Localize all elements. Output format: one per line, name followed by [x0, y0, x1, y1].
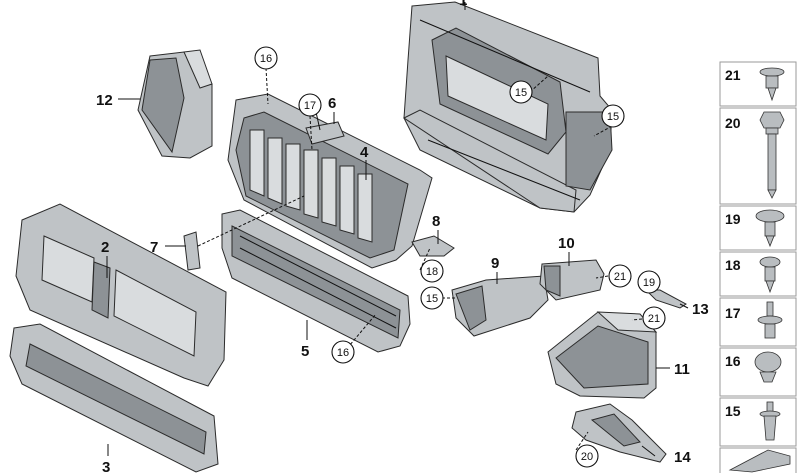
circled-callout-19: 19: [637, 270, 661, 294]
circled-callout-16b: 16: [331, 340, 355, 364]
callout-7: 7: [150, 239, 158, 256]
callout-8: 8: [432, 213, 440, 230]
part-10-duct: [539, 259, 605, 301]
part-5-shutter: [221, 209, 411, 353]
circled-callout-18: 18: [420, 259, 444, 283]
legend-tile-20: 20: [719, 107, 797, 205]
hardware-legend: 21 20 19: [719, 61, 797, 473]
clip-15-icon: [759, 401, 781, 441]
callout-13: 13: [692, 301, 709, 318]
part-2-lower-carrier: [15, 203, 227, 387]
callout-labels: 1 2 3 4 5 6 7 8 9 10 11 12 13 14: [96, 0, 709, 473]
callout-9: 9: [491, 255, 499, 272]
svg-text:18: 18: [426, 266, 438, 278]
circled-callout-21b: 21: [642, 306, 666, 330]
bolt-20-icon: [759, 111, 785, 199]
callout-5: 5: [301, 343, 309, 360]
leader-lines: [106, 2, 689, 457]
svg-text:15: 15: [515, 87, 527, 99]
part-3-lower-shield: [9, 323, 219, 473]
svg-text:15: 15: [725, 403, 741, 419]
callout-2: 2: [101, 239, 109, 256]
svg-text:16: 16: [260, 53, 272, 65]
legend-tile-blank: [719, 447, 797, 473]
screw-19-icon: [755, 209, 785, 248]
screw-18-icon: [759, 256, 781, 294]
rivet-17-icon: [757, 301, 783, 339]
part-14-bracket: [571, 403, 667, 463]
screw-21-icon: [759, 67, 785, 102]
callout-14: 14: [674, 449, 691, 466]
svg-text:17: 17: [725, 305, 741, 321]
part-6-bracket: [305, 111, 345, 145]
circled-callout-17: 17: [298, 93, 322, 117]
legend-tile-15: 15: [719, 397, 797, 447]
circled-callout-16a: 16: [254, 46, 278, 70]
part-1-radiator-support: [403, 1, 613, 213]
svg-text:17: 17: [304, 100, 316, 112]
nut-16-icon: [754, 351, 782, 383]
callout-10: 10: [558, 235, 575, 252]
svg-text:16: 16: [337, 347, 349, 359]
wedge-icon: [728, 449, 791, 473]
circled-callout-21a: 21: [608, 264, 632, 288]
svg-text:21: 21: [648, 313, 660, 325]
callout-4: 4: [360, 144, 369, 161]
svg-text:16: 16: [725, 353, 741, 369]
circled-callout-15b: 15: [601, 104, 625, 128]
legend-tile-19: 19: [719, 205, 797, 251]
legend-tile-21: 21: [719, 61, 797, 107]
circled-callout-20: 20: [575, 444, 599, 468]
circled-callout-15c: 15: [420, 286, 444, 310]
legend-tile-16: 16: [719, 347, 797, 397]
svg-text:21: 21: [725, 67, 741, 83]
circled-callout-15a: 15: [509, 80, 533, 104]
callout-3: 3: [102, 459, 110, 473]
svg-text:20: 20: [725, 115, 741, 131]
svg-text:15: 15: [607, 111, 619, 123]
circled-callouts: 15 15 16 16 17 18 19 20: [254, 46, 666, 468]
svg-text:21: 21: [614, 271, 626, 283]
svg-text:20: 20: [581, 451, 593, 463]
svg-text:19: 19: [643, 277, 655, 289]
callout-1: 1: [459, 0, 467, 9]
callout-11: 11: [674, 361, 690, 378]
svg-text:19: 19: [725, 211, 741, 227]
part-8-clip: [411, 235, 455, 257]
callout-12: 12: [96, 92, 113, 109]
svg-text:18: 18: [725, 257, 741, 273]
part-9-inlet-duct: [451, 275, 549, 337]
legend-tile-18: 18: [719, 251, 797, 297]
legend-tile-17: 17: [719, 297, 797, 347]
callout-6: 6: [328, 95, 336, 112]
svg-text:15: 15: [426, 293, 438, 305]
part-7-bracket: [183, 231, 201, 271]
part-12-air-duct: [137, 49, 213, 159]
part-4-grille-carrier: [227, 93, 433, 269]
part-11-brake-duct: [547, 311, 658, 399]
